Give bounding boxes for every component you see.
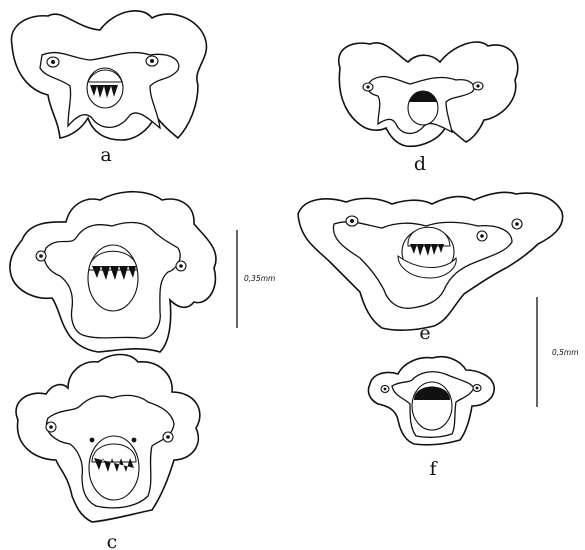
panel-d-label: d [414,153,426,175]
panel-f-label: f [429,458,438,480]
panel-f: f [368,357,494,480]
panel-c: c [16,355,200,550]
panel-c-label: c [107,531,118,550]
scale-bar-left-label: 0,35mm [244,274,275,283]
panel-a-label: a [100,144,111,166]
scale-bar-right: 0,5mm [537,297,579,407]
panel-b: b [10,192,216,379]
panel-a: a [11,11,206,166]
panel-e: e [298,192,563,344]
scale-bar-left: 0,35mm [237,230,275,328]
scale-bar-right-label: 0,5mm [552,348,579,357]
panel-d: d [339,42,518,175]
panel-e-label: e [419,322,430,344]
